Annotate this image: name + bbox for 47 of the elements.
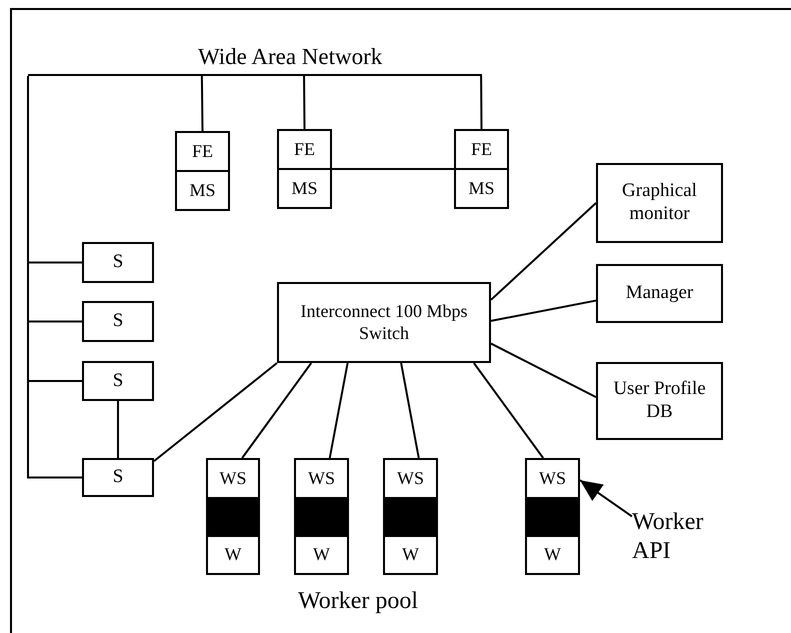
group-label: Worker pool [298,588,418,615]
process-box: S [82,242,154,283]
connector-line [153,362,278,462]
callout-text: Worker API [632,508,724,578]
network-label: Wide Area Network [198,45,384,68]
stack-cell-text: MS [188,179,216,202]
process-box: Graphical monitor [596,163,723,243]
connector-line [328,362,349,458]
process-box: Interconnect 100 Mbps Switch [277,282,491,363]
connector-line [27,76,82,478]
stack-cell-text: WS [307,466,336,490]
process-box: Manager [596,264,723,323]
process-box: S [82,301,154,342]
connector-line [200,76,204,132]
server-stack [277,129,332,209]
connector-line [473,362,544,459]
worker-stack [294,458,349,575]
connector-line [490,300,596,322]
stack-cell: FE [456,131,507,170]
process-box: User Profile DB [596,362,723,440]
stack-cell-text: W [543,543,562,566]
worker-stack [206,458,260,575]
connector-line [241,362,312,459]
server-stack [454,129,509,209]
server-stack [175,131,230,211]
connector-line [480,76,482,129]
worker-stack [383,458,438,575]
connector-line [332,168,454,170]
stack-cell-text: MS [467,177,496,200]
stack-cell-text: W [224,543,242,566]
worker-stack [525,458,580,575]
stack-cell-text: WS [538,466,567,490]
process-box: S [82,361,154,401]
stack-cell: FE [279,131,330,170]
stack-cell-text: WS [218,466,248,490]
connector-line [490,342,596,398]
connector-line [117,401,119,458]
connector-line [490,202,597,301]
stack-cell: FE [177,133,228,172]
connector-line [400,362,420,458]
stack-cell-text: W [312,543,331,566]
stack-cell-text: WS [396,466,425,490]
stack-cell-text: W [401,543,420,566]
arrow [579,479,633,518]
connector-line [303,76,306,130]
process-box: S [82,458,154,497]
stack-cell-text: MS [290,177,318,200]
